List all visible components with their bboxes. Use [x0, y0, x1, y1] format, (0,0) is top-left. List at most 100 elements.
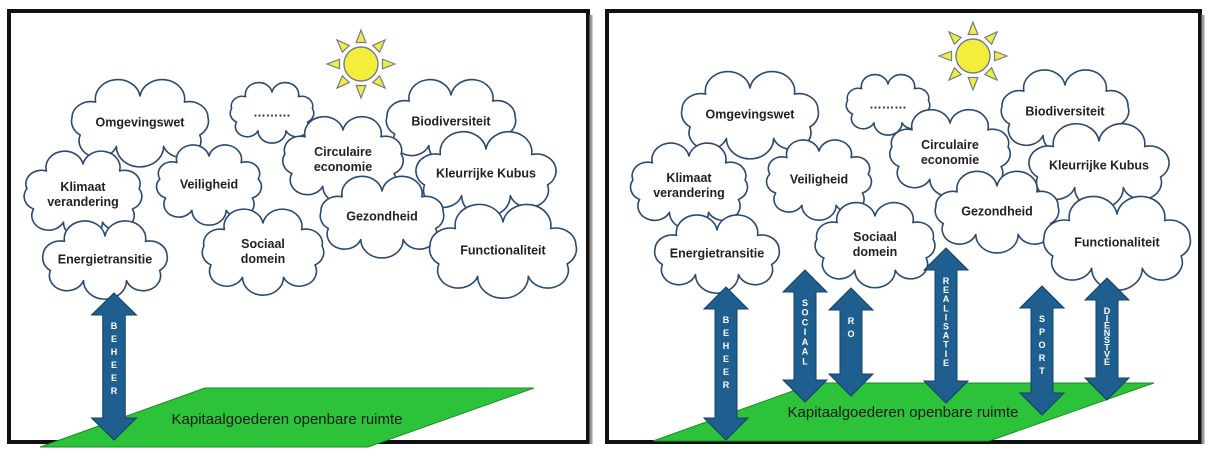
cloud-label: Gezondheid	[961, 205, 1033, 219]
panel-2: Kapitaalgoederen openbare ruimte Omgeving…	[605, 9, 1205, 444]
cloud-label: Veiligheid	[180, 178, 238, 192]
arrow-letter: I	[804, 327, 807, 337]
sun-disc	[955, 38, 991, 74]
cloud-shape	[428, 203, 578, 299]
cloud-label: Sociaal	[241, 237, 285, 251]
arrow-letter: E	[723, 354, 729, 364]
arrow-shape	[827, 287, 875, 397]
cloud-shape	[70, 78, 210, 168]
sun-ray	[325, 58, 341, 70]
cloud-label: Omgevingswet	[96, 116, 186, 130]
arrow-letter: L	[943, 303, 949, 313]
cloud-label: Biodiversiteit	[411, 115, 491, 129]
sun-ray	[983, 66, 999, 82]
cloud-veiligheid: Veiligheid	[765, 139, 873, 221]
arrow-letter: B	[111, 321, 118, 331]
arrow-letter: T	[1104, 342, 1110, 352]
arrow-letter: E	[111, 334, 117, 344]
arrow-letter: E	[943, 358, 949, 368]
cloud-shape	[814, 201, 936, 289]
cloud-shape	[41, 220, 169, 301]
arrow-letter: S	[943, 322, 949, 332]
arrow-letter: P	[1039, 327, 1045, 337]
cloud-label: Functionaliteit	[460, 244, 546, 258]
cloud-label: Circulaire	[921, 138, 979, 152]
arrow-letter: B	[723, 315, 730, 325]
sun-ray	[335, 74, 351, 90]
sun-ray	[947, 30, 963, 46]
cloud-energie: Energietransitie	[653, 214, 781, 295]
arrow-shape	[90, 292, 138, 441]
cloud-label: economie	[314, 160, 372, 174]
cloud-shape	[653, 214, 781, 295]
cloud-shape	[201, 208, 325, 296]
arrow-letter: E	[111, 373, 117, 383]
cloud-label: verandering	[47, 195, 119, 209]
arrow-letter: I	[945, 312, 948, 322]
arrow-letter: V	[1104, 350, 1110, 360]
cloud-shape	[845, 73, 931, 136]
ground-label: Kapitaalgoederen openbare ruimte	[788, 404, 1019, 421]
arrow-letter: C	[802, 317, 809, 327]
cloud-veiligheid: Veiligheid	[155, 144, 263, 226]
sun-ray	[355, 28, 367, 44]
cloud-label: domein	[241, 252, 285, 266]
arrow-letter: O	[1038, 340, 1045, 350]
sun-ray	[355, 84, 367, 100]
cloud-kleurrijke: Kleurrijke Kubus	[415, 130, 557, 218]
arrow-letter: R	[723, 380, 730, 390]
cloud-label: Gezondheid	[346, 210, 418, 224]
arrow-letter: R	[848, 316, 855, 326]
arrow-letter: L	[802, 356, 808, 366]
arrow-letter: E	[723, 367, 729, 377]
sun-icon	[937, 20, 1009, 92]
cloud-label: verandering	[653, 186, 725, 200]
cloud-label: ………	[253, 106, 291, 120]
cloud-shape	[765, 139, 873, 221]
cloud-label: Circulaire	[314, 145, 372, 159]
sun-ray	[967, 76, 979, 92]
cloud-label: Sociaal	[853, 230, 897, 244]
sun-ray	[371, 38, 387, 54]
cloud-shape	[319, 175, 445, 259]
cloud-label: Kleurrijke Kubus	[1049, 159, 1149, 173]
arrow-letter: I	[1106, 313, 1109, 323]
arrow-letter: E	[943, 285, 949, 295]
cloud-omgevingswet: Omgevingswet	[680, 70, 820, 160]
ground-shape	[39, 387, 535, 448]
arrow-letter: N	[1104, 328, 1111, 338]
cloud-label: ………	[869, 98, 907, 112]
cloud-label: Klimaat	[666, 171, 712, 185]
cloud-biodiversiteit: Biodiversiteit	[1000, 69, 1130, 156]
arrow-letter: E	[723, 328, 729, 338]
arrow-letter: S	[1104, 335, 1110, 345]
cloud-shape	[934, 170, 1060, 254]
sun-ray	[967, 20, 979, 36]
cloud-dots: ………	[229, 81, 315, 144]
arrow-letter: R	[111, 386, 118, 396]
arrow-letter: A	[802, 347, 809, 357]
arrow-letter: R	[943, 276, 950, 286]
arrow-letter: T	[943, 340, 949, 350]
cloud-shape	[680, 70, 820, 160]
cloud-functionaliteit: Functionaliteit	[428, 203, 578, 299]
cloud-shape	[229, 81, 315, 144]
cloud-gezondheid: Gezondheid	[319, 175, 445, 259]
arrow-letter: I	[945, 349, 948, 359]
sun-icon	[325, 28, 397, 100]
arrow-letter: H	[111, 347, 118, 357]
arrow-shape	[1018, 285, 1066, 416]
